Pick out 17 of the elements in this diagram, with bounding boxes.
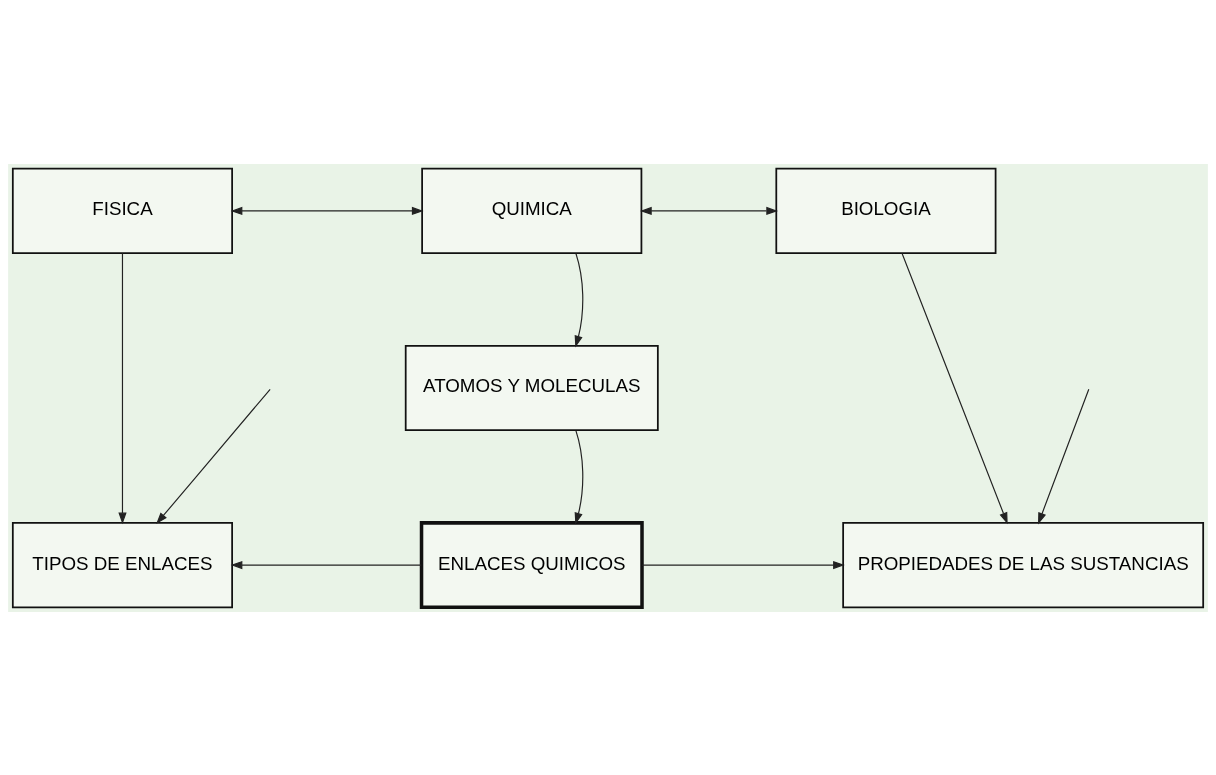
node-box: ATOMOS Y MOLECULAS <box>404 344 659 431</box>
arrow <box>230 206 424 215</box>
arrow <box>640 206 779 215</box>
arrow <box>641 560 845 569</box>
arrow <box>156 388 271 524</box>
node-box: QUIMICA <box>421 167 643 254</box>
arrow <box>901 252 1008 524</box>
arrow <box>1038 388 1090 524</box>
node-box: PROPIEDADES DE LAS SUSTANCIAS <box>842 521 1205 608</box>
arrow <box>230 560 422 569</box>
node-box: TIPOS DE ENLACES <box>11 521 233 608</box>
arrow <box>118 252 127 524</box>
node-box: BIOLOGIA <box>775 167 997 254</box>
node-box: ENLACES QUIMICOS <box>419 520 644 609</box>
node-box: FISICA <box>11 167 233 254</box>
arrow <box>574 252 584 347</box>
arrow <box>574 429 584 524</box>
